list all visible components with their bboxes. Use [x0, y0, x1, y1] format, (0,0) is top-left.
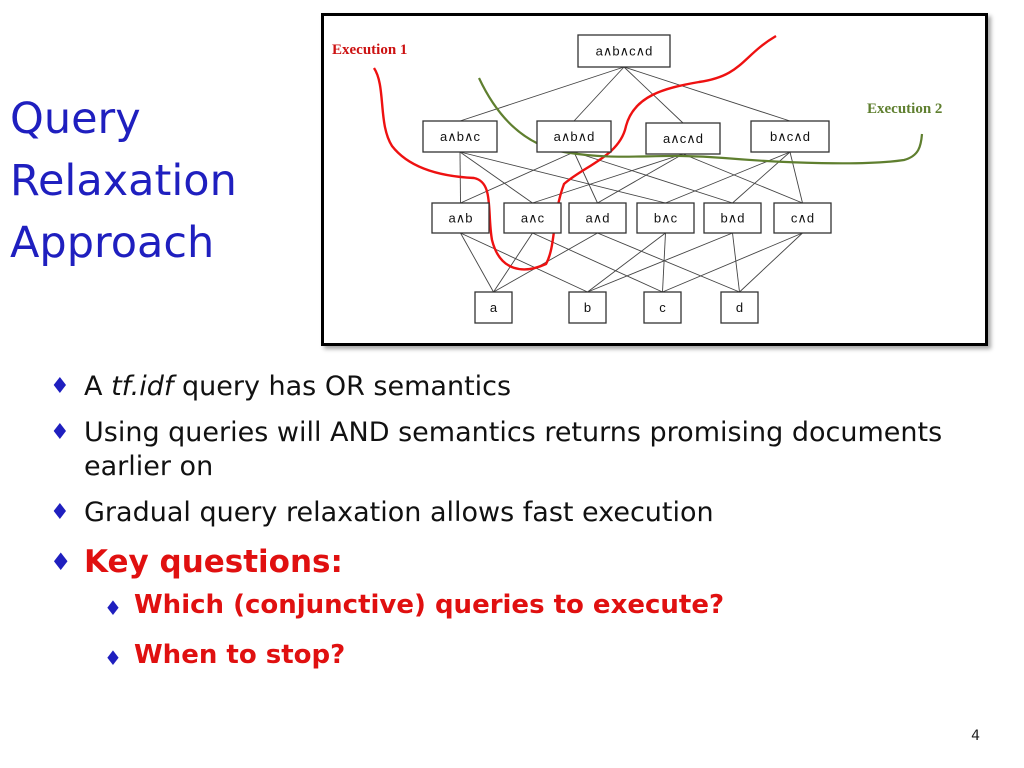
sub-bullet-text: Which (conjunctive) queries to execute?: [134, 590, 725, 620]
lattice-edge-acd-ac: [532, 153, 684, 204]
node-ac: a∧c: [503, 202, 562, 234]
lattice-edge-ac-c: [532, 232, 663, 293]
node-bd: b∧d: [703, 202, 762, 234]
bullet-item-key-questions: ♦ Key questions: ♦ Which (conjunctive) q…: [50, 542, 1010, 672]
diamond-bullet-icon: ♦: [50, 374, 70, 399]
lattice-edge-bcd-bc: [665, 151, 791, 204]
svg-text:b∧c: b∧c: [654, 211, 678, 226]
node-ab: a∧b: [431, 202, 490, 234]
svg-text:a∧c: a∧c: [521, 211, 545, 226]
lattice-edge-bcd-bd: [732, 151, 791, 204]
svg-text:a∧b∧c∧d: a∧b∧c∧d: [596, 44, 653, 59]
lattice-edge-acd-ad: [597, 153, 684, 204]
node-bcd: b∧c∧d: [750, 120, 830, 153]
svg-text:a∧b∧d: a∧b∧d: [554, 129, 595, 144]
node-cd: c∧d: [773, 202, 832, 234]
execution-2-path: [478, 77, 924, 165]
lattice-edge-bc-b: [587, 232, 666, 293]
slide-title: Query Relaxation Approach: [10, 88, 260, 274]
lattice-edge-abcd-abd: [573, 66, 625, 122]
bullet-text: A: [84, 371, 112, 402]
svg-text:a: a: [490, 300, 498, 315]
lattice-edge-acd-cd: [682, 153, 803, 204]
sub-bullet-text: When to stop?: [134, 640, 346, 670]
svg-text:a∧b∧c: a∧b∧c: [440, 129, 480, 144]
node-bc: b∧c: [636, 202, 695, 234]
lattice-edge-abcd-abc: [459, 66, 625, 122]
bullet-text: query has OR semantics: [173, 371, 512, 402]
lattice-edges: [459, 66, 803, 293]
node-abc: a∧b∧c: [422, 120, 498, 153]
title-line: Approach: [10, 218, 215, 268]
lattice-edge-ab-b: [460, 232, 588, 293]
sub-bullet-list: ♦ Which (conjunctive) queries to execute…: [84, 588, 1010, 672]
bullet-list: ♦ A tf.idf query has OR semantics ♦ Usin…: [50, 370, 1010, 688]
execution-1-label: Execution 1: [332, 42, 407, 58]
diamond-bullet-icon: ♦: [104, 596, 122, 620]
bullet-emphasis: tf.idf: [111, 371, 174, 402]
svg-text:b: b: [584, 300, 591, 315]
lattice-edge-abc-ac: [459, 151, 533, 204]
diamond-bullet-icon: ♦: [50, 548, 72, 576]
diamond-bullet-icon: ♦: [50, 500, 70, 525]
diamond-bullet-icon: ♦: [50, 420, 70, 445]
execution-2-label: Execution 2: [867, 101, 942, 117]
title-line: Query: [10, 94, 141, 144]
title-line: Relaxation: [10, 156, 237, 206]
bullet-item: ♦ Gradual query relaxation allows fast e…: [50, 496, 1010, 530]
bullet-item: ♦ A tf.idf query has OR semantics: [50, 370, 1010, 404]
lattice-edge-ab-a: [460, 232, 494, 293]
bullet-text: Gradual query relaxation allows fast exe…: [84, 497, 714, 528]
lattice-edge-ad-d: [597, 232, 740, 293]
node-b: b: [568, 291, 607, 324]
bullet-text: Using queries will AND semantics returns…: [84, 417, 943, 482]
svg-text:c∧d: c∧d: [791, 211, 814, 226]
lattice-edge-bcd-cd: [789, 151, 803, 204]
lattice-edge-abd-ab: [460, 151, 575, 204]
node-ad: a∧d: [568, 202, 627, 234]
svg-text:d: d: [736, 300, 743, 315]
svg-text:a∧c∧d: a∧c∧d: [663, 131, 703, 146]
node-abd: a∧b∧d: [536, 120, 612, 153]
lattice-edge-bd-b: [587, 232, 733, 293]
node-abcd: a∧b∧c∧d: [577, 34, 671, 68]
diamond-bullet-icon: ♦: [104, 646, 122, 670]
svg-text:a∧b: a∧b: [449, 211, 473, 226]
lattice-edge-abc-bc: [459, 151, 666, 204]
lattice-edge-bc-c: [662, 232, 666, 293]
bullet-item: ♦ Using queries will AND semantics retur…: [50, 416, 1010, 484]
lattice-edge-cd-d: [739, 232, 803, 293]
svg-text:b∧c∧d: b∧c∧d: [770, 129, 810, 144]
lattice-edge-ac-a: [493, 232, 533, 293]
node-a: a: [474, 291, 513, 324]
sub-bullet-item: ♦ Which (conjunctive) queries to execute…: [104, 588, 1010, 622]
lattice-edge-abcd-bcd: [623, 66, 791, 122]
lattice-figure: a∧b∧c∧d a∧b∧c a∧b∧d a∧c∧d b∧c∧d a∧b a∧c: [321, 13, 988, 346]
lattice-edge-bd-d: [732, 232, 740, 293]
lattice-edge-abd-ad: [573, 151, 598, 204]
node-acd: a∧c∧d: [645, 122, 721, 155]
node-c: c: [643, 291, 682, 324]
bullet-text: Key questions:: [84, 544, 343, 580]
page-number: 4: [971, 728, 980, 744]
lattice-edge-cd-c: [662, 232, 803, 293]
svg-text:a∧d: a∧d: [586, 211, 610, 226]
node-d: d: [720, 291, 759, 324]
execution-1-path: [372, 34, 777, 271]
svg-text:b∧d: b∧d: [721, 211, 745, 226]
sub-bullet-item: ♦ When to stop?: [104, 638, 1010, 672]
query-lattice-diagram: a∧b∧c∧d a∧b∧c a∧b∧d a∧c∧d b∧c∧d a∧b a∧c: [332, 34, 942, 324]
svg-text:c: c: [659, 300, 666, 315]
